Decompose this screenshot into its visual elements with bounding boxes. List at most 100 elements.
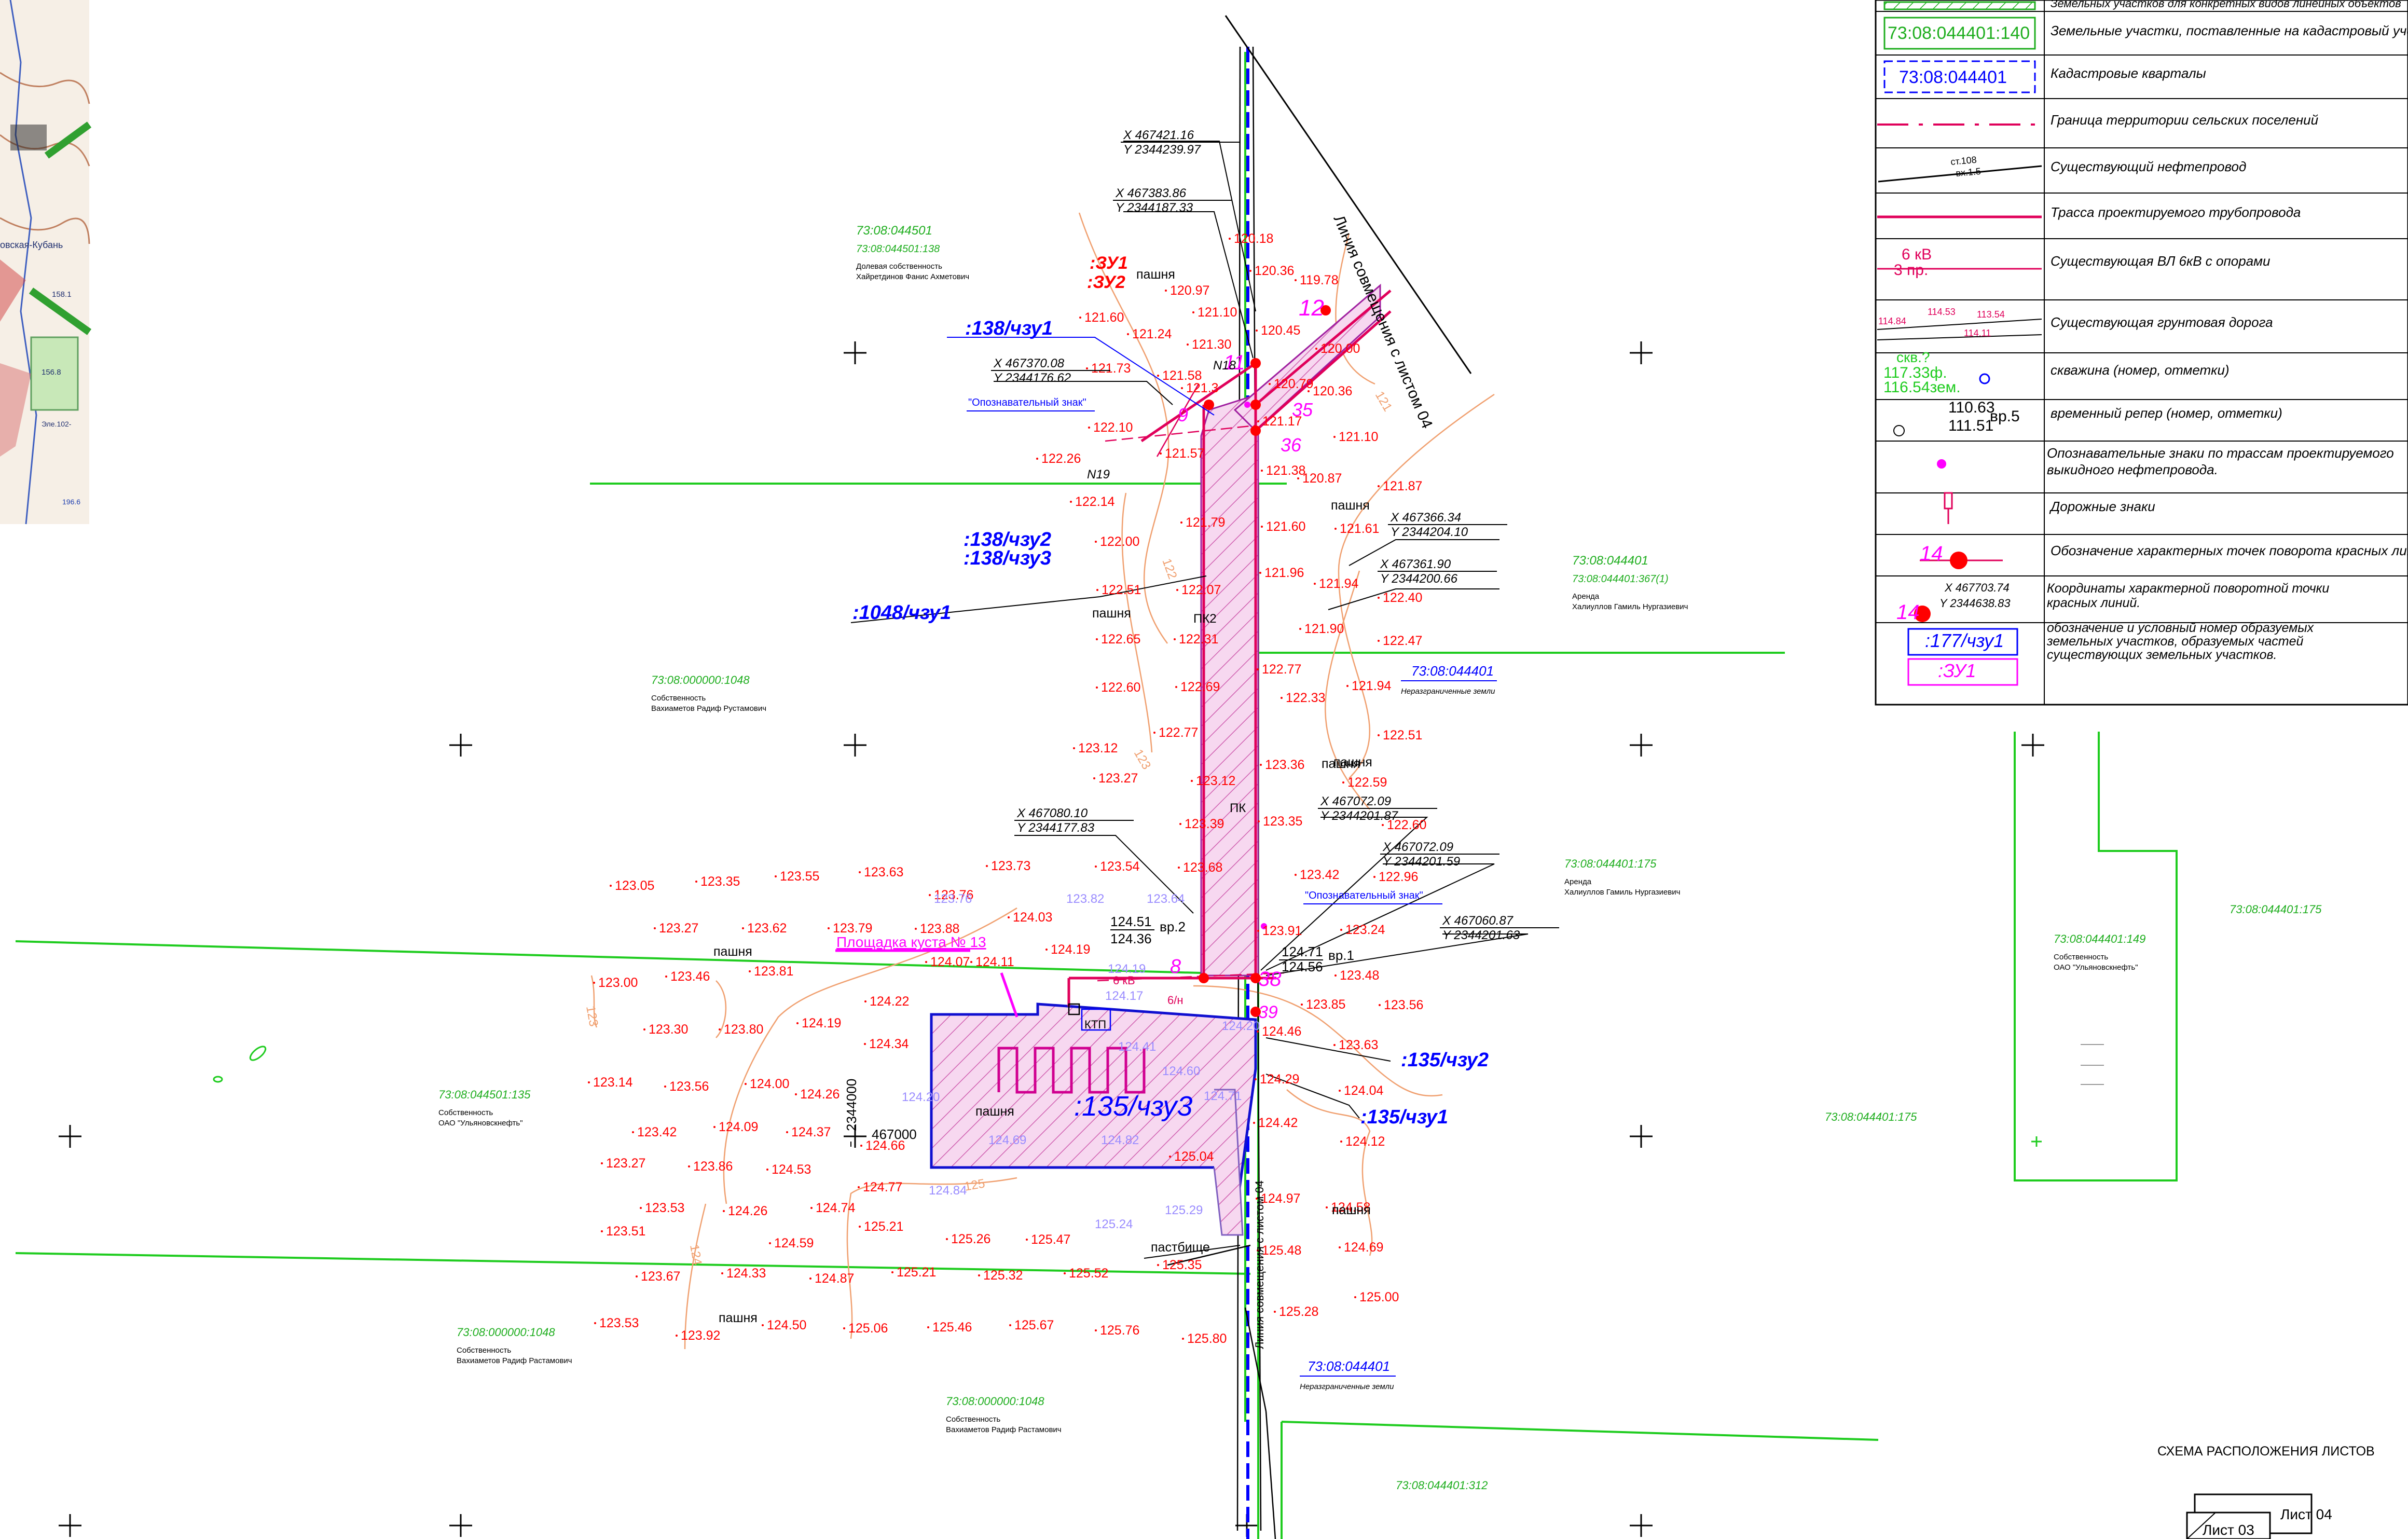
elevation-value: 123.35 (700, 874, 740, 889)
coord-x: X 467383.86 (1115, 186, 1187, 200)
elevation-value: 123.86 (693, 1159, 733, 1174)
elevation-value: 123.67 (641, 1269, 680, 1284)
zu-1: :ЗУ1 (1090, 253, 1128, 273)
elevation-value: 123.81 (754, 964, 793, 979)
topo-label-5: 196.6 (62, 498, 80, 506)
legend-text: Существующий нефтепровод (2051, 159, 2246, 174)
coord-x: X 467080.10 (1016, 806, 1088, 820)
elevation-value: 121.90 (1304, 622, 1344, 636)
legend-text: скважина (номер, отметки) (2051, 362, 2230, 378)
turning-point (1199, 973, 1209, 983)
legend-symbol: X 467703.74 (1944, 581, 2010, 594)
pk-label-1: ПК2 (1193, 612, 1217, 626)
cadastral-number: 73:08:044401:175 (1825, 1110, 1917, 1123)
elevation-label: 121.87 (1378, 479, 1422, 493)
land-use-label: пашня (1332, 1203, 1371, 1217)
elevation-value: 125.80 (1187, 1331, 1227, 1346)
legend-symbol: вр.5 (1990, 408, 2020, 425)
elevation-label: 122.51 (1378, 728, 1422, 743)
coordinate-pair: X 467370.08Y 2344176.62 (991, 356, 1110, 385)
owner-type: Долевая собственность (856, 262, 942, 271)
elevation-label: 123.63 (1333, 1038, 1378, 1052)
elevation-value: 123.00 (598, 975, 638, 990)
elevation-label: 122.33 (1281, 691, 1325, 705)
old-elevation-value: 124.19 (1108, 962, 1146, 976)
elevation-value: 122.07 (1181, 583, 1221, 597)
elevation-value: 125.04 (1174, 1149, 1214, 1164)
elevation-label: 124.74 (810, 1201, 856, 1215)
topo-label-1: овская-Кубань (0, 240, 63, 250)
legend-symbol: 117.33ф. (1883, 364, 1947, 381)
cadastral-number: 73:08:044501:135 (438, 1088, 531, 1101)
elevation-label: 124.46 (1257, 1024, 1301, 1039)
ktp-label: КТП (1084, 1018, 1106, 1031)
coordinate-pair: X 467421.16Y 2344239.97 (1121, 128, 1240, 157)
chzu-138-1: :138/чзу1 (965, 318, 1053, 339)
elevation-value: 125.35 (1162, 1258, 1202, 1272)
elevation-label: 122.65 (1096, 632, 1140, 647)
elevation-value: 124.26 (800, 1087, 840, 1102)
elevation-value: 125.32 (983, 1268, 1023, 1283)
elevation-value: 124.19 (1051, 942, 1090, 957)
elevation-label: 124.37 (786, 1125, 831, 1139)
elevation-value: 124.66 (865, 1138, 905, 1153)
benchmark-1-name: вр.1 (1328, 947, 1354, 963)
land-use-label: пашня (1331, 498, 1370, 513)
owner-name: Вахиаметов Радиф Растамович (946, 1425, 1062, 1434)
coord-x: X 467060.87 (1442, 914, 1514, 928)
turning-point (1250, 400, 1261, 410)
leader-lines (850, 141, 1529, 1259)
coordinate-pair: X 467060.87Y 2344201.63 (1440, 914, 1559, 942)
coord-y: Y 2344177.83 (1017, 821, 1095, 835)
coord-y: Y 2344176.62 (994, 371, 1071, 385)
elevation-label: 121.94 (1346, 679, 1392, 693)
owner-type: Собственность (2054, 953, 2108, 961)
legend-symbol: 6 кВ (1902, 246, 1932, 263)
legend-symbol: :177/чзу1 (1925, 630, 2004, 651)
legend-text: Существующая грунтовая дорога (2051, 314, 2273, 330)
elevation-value: 124.59 (774, 1236, 814, 1251)
elevation-label: 124.19 (1045, 942, 1090, 957)
elevation-label: 120.36 (1249, 264, 1294, 278)
legend-symbol: 114.84 (1878, 316, 1906, 326)
elevation-value: 123.62 (747, 921, 787, 936)
old-elevation-value: 125.29 (1165, 1203, 1203, 1217)
elevation-label: 124.11 (970, 955, 1014, 969)
elevation-value: 125.52 (1069, 1266, 1108, 1281)
elevation-value: 123.36 (1265, 758, 1304, 772)
quarter-label-1: 73:08:044401 (1411, 663, 1494, 679)
elevation-label: 125.06 (843, 1321, 888, 1336)
elevation-value: 123.56 (1384, 998, 1423, 1012)
elevation-value: 125.46 (932, 1320, 972, 1335)
legend-symbol: ст.108 (1950, 155, 1977, 167)
elevation-label: 124.33 (721, 1266, 766, 1281)
elevation-value: 121.10 (1339, 430, 1378, 444)
elevation-value: 123.39 (1185, 817, 1224, 831)
cadastral-number: 73:08:000000:1048 (946, 1395, 1044, 1408)
elevation-label: 124.97 (1256, 1191, 1300, 1206)
small-green-marks (213, 1044, 2104, 1147)
elevation-label: 122.96 (1373, 870, 1418, 884)
elevation-value: 122.14 (1075, 494, 1115, 509)
elevation-value: 124.74 (816, 1201, 856, 1215)
cadastral-number: 73:08:044401:175 (2230, 903, 2322, 916)
elevation-label: 120.18 (1229, 231, 1273, 246)
legend-symbol: 113.54 (1977, 309, 2005, 320)
elevation-label: 122.40 (1378, 590, 1422, 605)
cadastral-number: 73:08:000000:1048 (457, 1326, 555, 1339)
elevation-label: 125.35 (1157, 1258, 1202, 1272)
elevation-value: 121.10 (1198, 305, 1237, 320)
legend-symbol: 114.53 (1928, 307, 1956, 317)
elevation-label: 123.53 (640, 1201, 684, 1215)
elevation-label: 121.73 (1086, 361, 1131, 376)
elevation-value: 123.51 (606, 1224, 645, 1239)
legend-symbol: 73:08:044401:140 (1888, 23, 2030, 43)
elevation-label: 124.53 (766, 1162, 811, 1177)
elevation-label: 121.79 (1180, 515, 1225, 530)
elevation-value: 123.35 (1263, 814, 1302, 829)
elevation-label: 123.55 (775, 869, 819, 884)
elevation-label: 121.60 (1079, 310, 1124, 325)
